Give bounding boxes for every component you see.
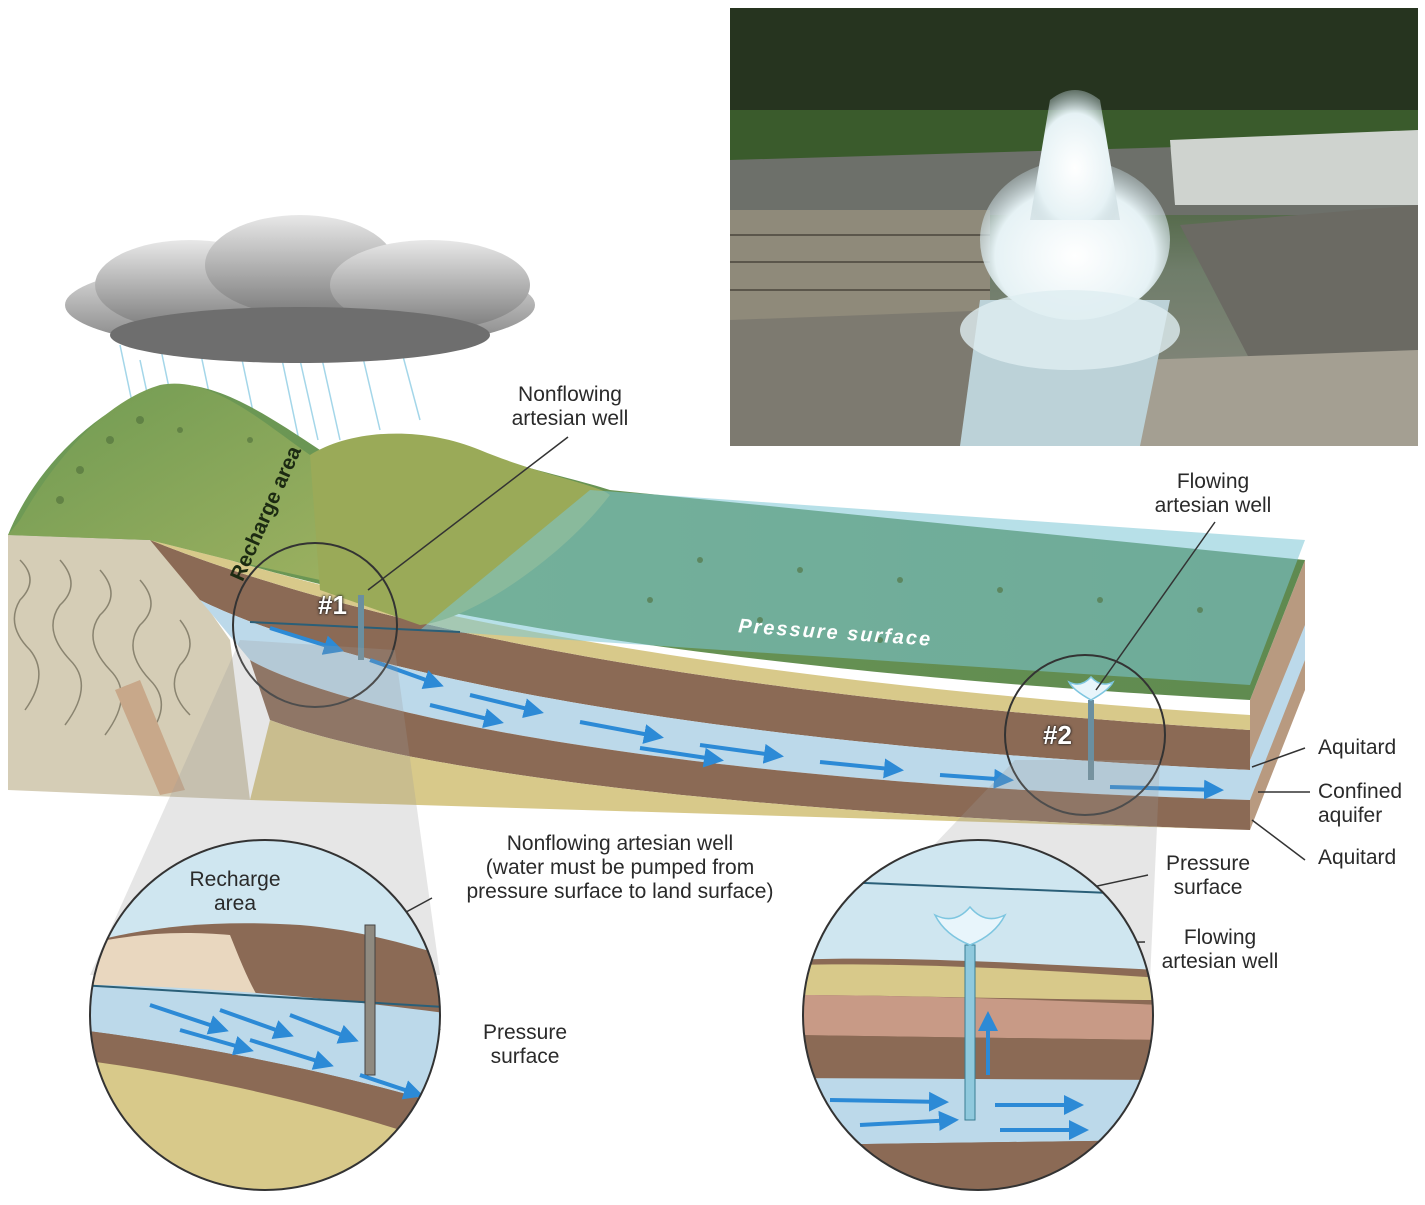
nonflowing-caption: Nonflowing artesian well (water must be … xyxy=(430,832,810,904)
inset-pressure-left-label-line1: Pressure xyxy=(482,1021,568,1044)
inset-pressure-left-label: Pressure surface xyxy=(465,1021,585,1069)
flow-arrows xyxy=(269,626,1224,800)
left-inset xyxy=(89,839,441,1191)
inset-flowing-label-line2: artesian well xyxy=(1161,950,1279,973)
confined-aquifer-label: Confined aquifer xyxy=(1318,780,1402,828)
well-2-circle xyxy=(1004,654,1166,816)
rain-cloud-icon xyxy=(65,215,535,446)
inset-pressure-right-label: Pressure surface xyxy=(1148,852,1268,900)
nonflowing-caption-line1: Nonflowing artesian well xyxy=(506,832,734,855)
inset-flowing-label-line1: Flowing xyxy=(1183,926,1257,949)
inset-pressure-right-label-line1: Pressure xyxy=(1165,852,1251,875)
inset-flowing-label: Flowing artesian well xyxy=(1145,926,1295,974)
inset-pressure-left-label-line2: surface xyxy=(490,1045,560,1068)
inset-recharge-label-line1: Recharge xyxy=(189,868,281,891)
nonflowing-well-label-line2: artesian well xyxy=(511,407,629,430)
flowing-well-label-line1: Flowing xyxy=(1176,470,1250,493)
land-surface xyxy=(8,383,1305,700)
right-inset xyxy=(802,839,1154,1191)
water-spray-icon xyxy=(1067,675,1115,701)
flowing-well-label-line2: artesian well xyxy=(1154,494,1272,517)
nonflowing-caption-line3: pressure surface to land surface) xyxy=(466,880,774,903)
block-cross-section xyxy=(8,535,1305,830)
flowing-well-label: Flowing artesian well xyxy=(1138,470,1288,518)
well-1 xyxy=(232,542,398,708)
inset-recharge-label: Recharge area xyxy=(185,868,285,916)
confined-aquifer-label-line2: aquifer xyxy=(1318,804,1383,827)
well-1-circle xyxy=(232,542,398,708)
inset-pressure-right-label-line2: surface xyxy=(1173,876,1243,899)
aquitard-top-label: Aquitard xyxy=(1318,736,1397,759)
nonflowing-caption-line2: (water must be pumped from xyxy=(485,856,755,879)
inset-recharge-label-line2: area xyxy=(213,892,257,915)
well-1-badge: #1 xyxy=(318,590,347,620)
well-2-badge: #2 xyxy=(1043,720,1072,750)
aquitard-bottom-label: Aquitard xyxy=(1318,846,1397,869)
confined-aquifer-label-line1: Confined xyxy=(1318,780,1403,803)
artesian-well-photo xyxy=(730,8,1418,446)
pressure-surface-plane xyxy=(420,490,1305,685)
nonflowing-well-label-line1: Nonflowing xyxy=(518,383,622,406)
well-2 xyxy=(1004,654,1166,816)
nonflowing-well-label: Nonflowing artesian well xyxy=(495,383,645,431)
